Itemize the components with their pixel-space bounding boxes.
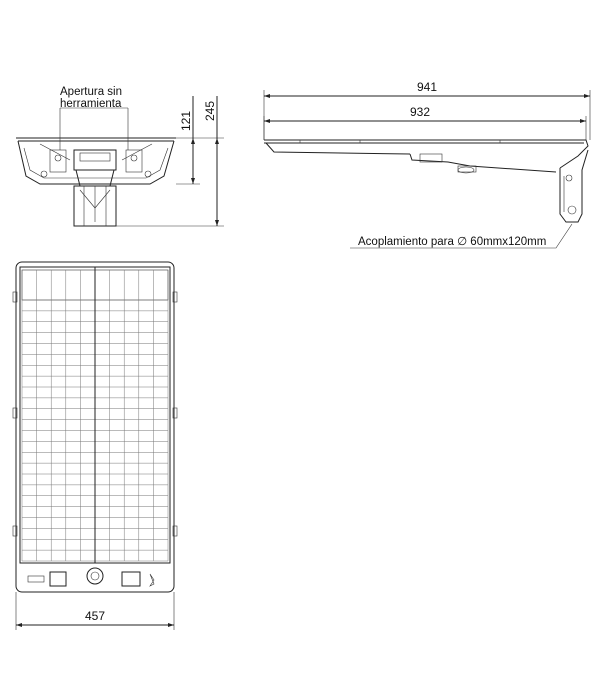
opening-label-line1: Apertura sin (60, 86, 122, 98)
dim-941-text: 941 (417, 80, 437, 94)
dim-457-text: 457 (85, 609, 105, 623)
front-view: 121 245 Apertura sin herramienta (16, 86, 224, 227)
dim-245-text: 245 (203, 101, 217, 121)
opening-label-line2: herramienta (60, 98, 122, 110)
coupling-label: Acoplamiento para ∅ 60mmx120mm (358, 236, 546, 248)
side-view: 941 932 Acoplamiento para ∅ 60mmx120mm (263, 80, 591, 249)
dim-932-text: 932 (410, 105, 430, 119)
top-view: 457 (12, 261, 178, 630)
dim-121-text: 121 (179, 111, 193, 131)
